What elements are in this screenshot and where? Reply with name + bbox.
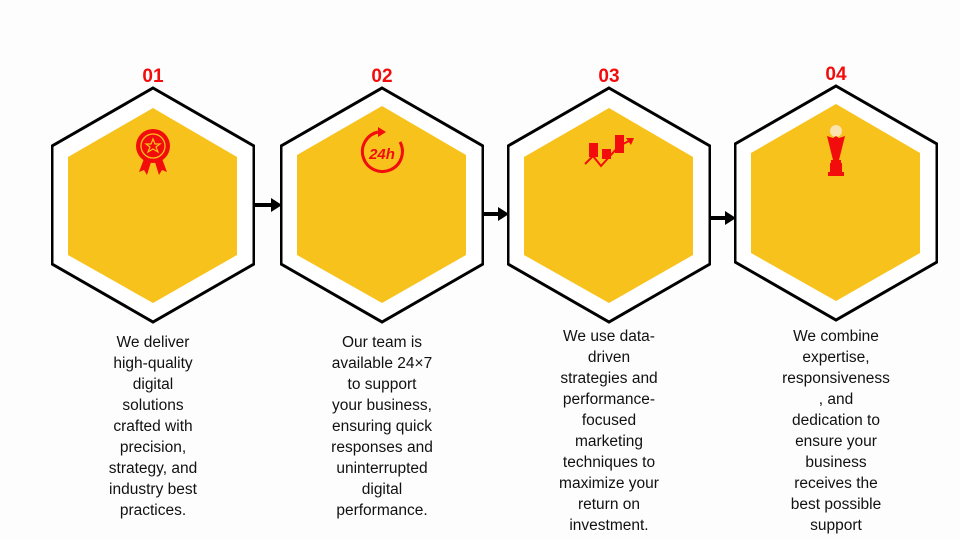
step-2: 02 24h Our team is available 24×7 to sup…: [280, 0, 484, 540]
hexagon: [734, 84, 938, 322]
step-description: We use data- driven strategies and perfo…: [559, 328, 659, 534]
hexagon: [280, 86, 484, 324]
step-4: 04 We combine expertise, responsiveness …: [734, 0, 938, 540]
arrow-right-icon: [255, 198, 282, 212]
arrow-right-icon: [709, 211, 736, 225]
step-description: Our team is available 24×7 to support yo…: [331, 334, 433, 519]
step-description: We deliver high-quality digital solution…: [108, 334, 198, 519]
step-number: 04: [825, 64, 847, 85]
step-number: 02: [371, 66, 393, 87]
step-number: 03: [598, 66, 620, 87]
step-description: We combine expertise, responsiveness , a…: [782, 328, 890, 534]
trophy-icon: [827, 125, 845, 176]
growth-chart-icon: [584, 135, 634, 168]
award-ribbon-icon: [136, 129, 170, 175]
step-3: 03 We use data- driven strategies and pe…: [507, 0, 711, 540]
hexagon: [51, 86, 255, 324]
24-hour-clock-icon: 24h: [360, 127, 404, 173]
hexagon: [507, 86, 711, 324]
arrow-right-icon: [482, 207, 509, 221]
svg-text:24h: 24h: [368, 146, 395, 163]
step-number: 01: [142, 66, 164, 87]
step-1: 01 We deliver high-quality digital solut…: [51, 0, 255, 540]
